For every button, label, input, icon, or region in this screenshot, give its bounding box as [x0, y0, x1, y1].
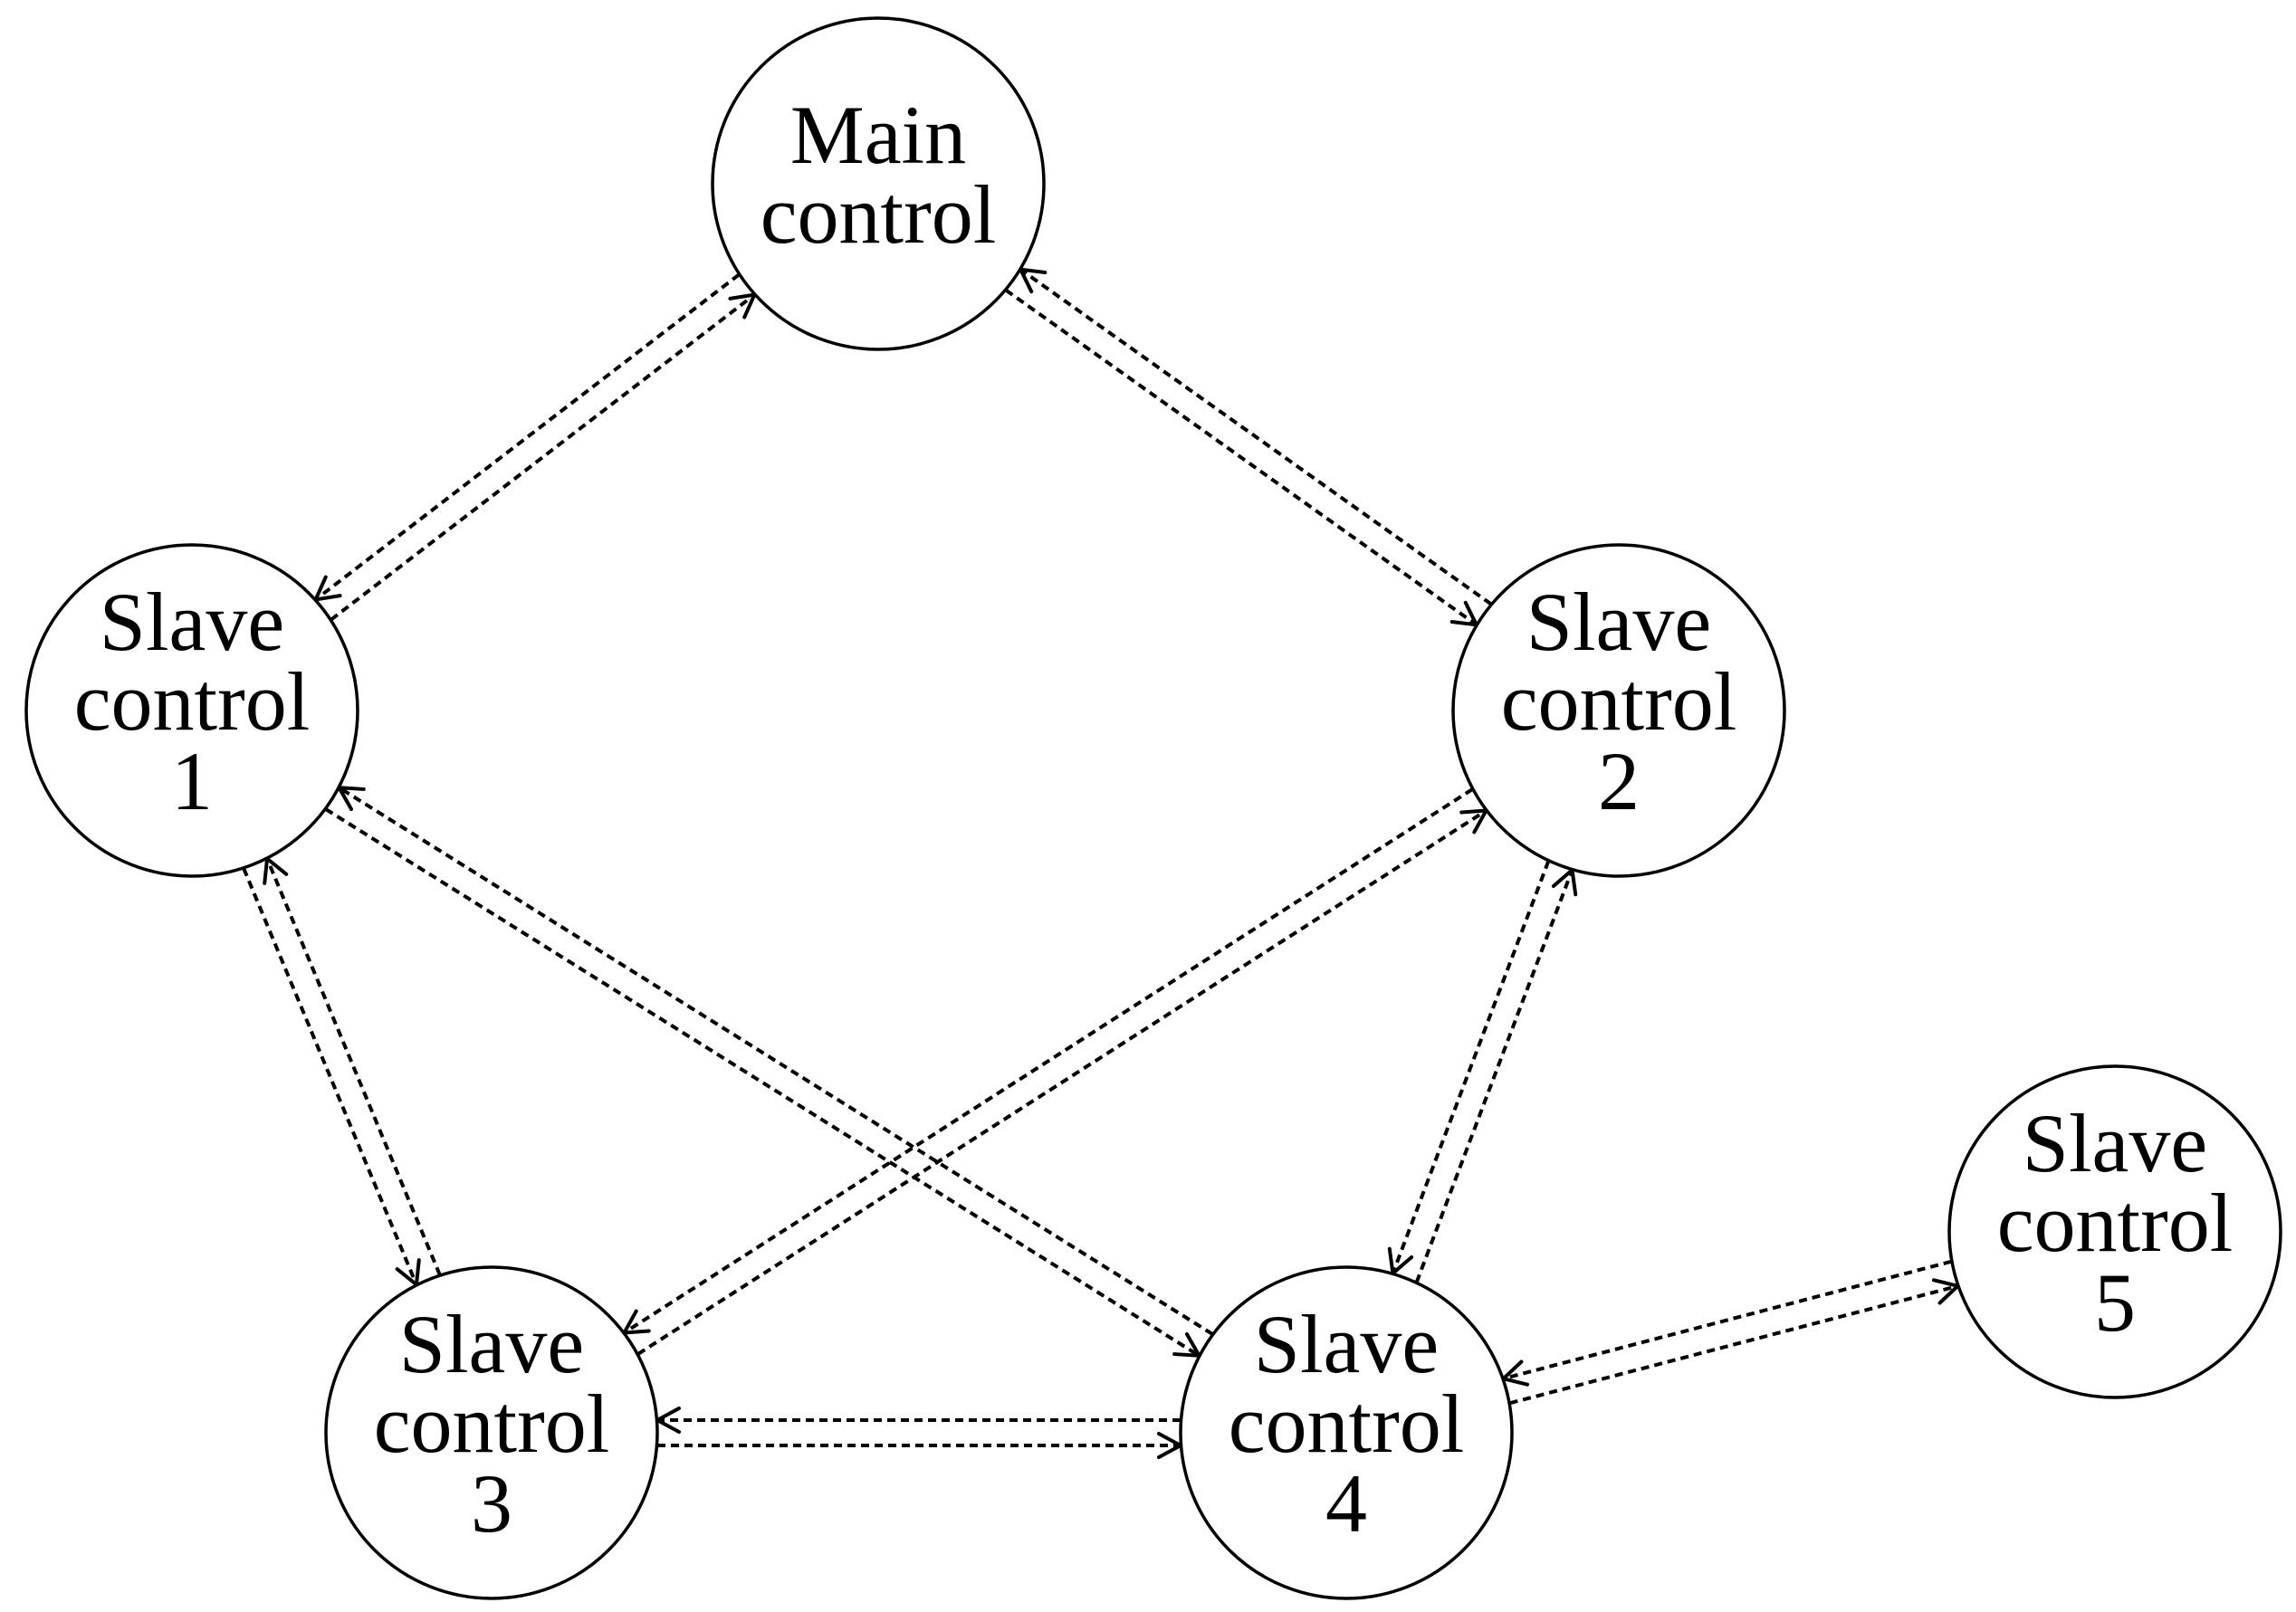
link-s1-to-main [330, 292, 757, 622]
link-s4-to-s3 [655, 1407, 1181, 1434]
node-label-s3-line-1: Slave [399, 1298, 584, 1390]
link-line-s2-to-s4 [1391, 860, 1551, 1274]
link-s2-to-s3 [622, 787, 1474, 1335]
node-circle-main [711, 16, 1046, 351]
link-line-s1-to-s3 [242, 867, 418, 1286]
link-line-s1-to-main [330, 292, 756, 622]
node-label-s1-line-3: 1 [171, 735, 213, 827]
link-s4-to-s2 [1414, 868, 1578, 1283]
link-s3-to-s4 [657, 1432, 1182, 1459]
node-label-s2-line-1: Slave [1526, 576, 1711, 668]
node-label-s2-line-3: 2 [1598, 735, 1640, 827]
node-circle-s3 [324, 1265, 659, 1600]
node-circle-s5 [1947, 1064, 2282, 1399]
link-line-s4-to-s1 [338, 786, 1214, 1336]
link-s3-to-s1 [263, 856, 442, 1276]
link-line-main-to-s2 [1004, 288, 1478, 626]
node-label-s5-line-1: Slave [2023, 1097, 2207, 1189]
links-layer [242, 267, 1960, 1459]
node-label-s3-line-2: control [374, 1378, 610, 1470]
node-label-s5-line-2: control [1997, 1177, 2234, 1269]
node-label-main-line-1: Main [790, 89, 966, 181]
node-circle-s2 [1451, 543, 1786, 878]
arrowhead-icon [1551, 868, 1578, 897]
link-line-s3-to-s1 [265, 857, 442, 1276]
link-line-s5-to-s4 [1502, 1259, 1952, 1381]
node-label-s1-line-2: control [74, 655, 311, 748]
link-line-s1-to-s4 [324, 807, 1201, 1358]
link-line-s4-to-s2 [1414, 869, 1574, 1283]
link-line-s2-to-main [1019, 268, 1493, 606]
node-label-s4-line-2: control [1229, 1378, 1465, 1470]
link-main-to-s2 [1004, 288, 1478, 627]
arrowhead-icon [1387, 1246, 1414, 1275]
node-circle-s4 [1179, 1265, 1514, 1600]
node-label-s4-line-1: Slave [1254, 1298, 1439, 1390]
node-label-s2-line-2: control [1501, 655, 1737, 748]
link-s2-to-s4 [1387, 860, 1551, 1275]
link-s4-to-s1 [337, 786, 1214, 1336]
node-label-s3-line-3: 3 [471, 1457, 512, 1550]
node-label-s1-line-1: Slave [100, 576, 284, 668]
link-s5-to-s4 [1501, 1259, 1952, 1387]
node-label-main-line-2: control [761, 168, 997, 261]
arrowhead-icon [337, 786, 366, 811]
link-line-s2-to-s3 [623, 787, 1474, 1335]
node-label-s5-line-3: 5 [2094, 1256, 2136, 1349]
link-line-s4-to-s5 [1509, 1283, 1959, 1406]
link-s2-to-main [1019, 267, 1493, 606]
arrowhead-icon [1172, 1332, 1201, 1358]
link-s1-to-s3 [242, 867, 421, 1287]
node-label-s4-line-3: 4 [1325, 1457, 1367, 1550]
link-line-main-to-s1 [314, 272, 741, 602]
link-main-to-s1 [313, 272, 741, 602]
nodes-layer: MaincontrolSlavecontrol1Slavecontrol2Sla… [24, 16, 2282, 1600]
arrowhead-icon [622, 1309, 651, 1335]
node-circle-s1 [24, 543, 359, 878]
link-s4-to-s5 [1509, 1278, 1960, 1406]
arrowhead-icon [1459, 808, 1488, 835]
link-line-s3-to-s2 [636, 808, 1488, 1356]
